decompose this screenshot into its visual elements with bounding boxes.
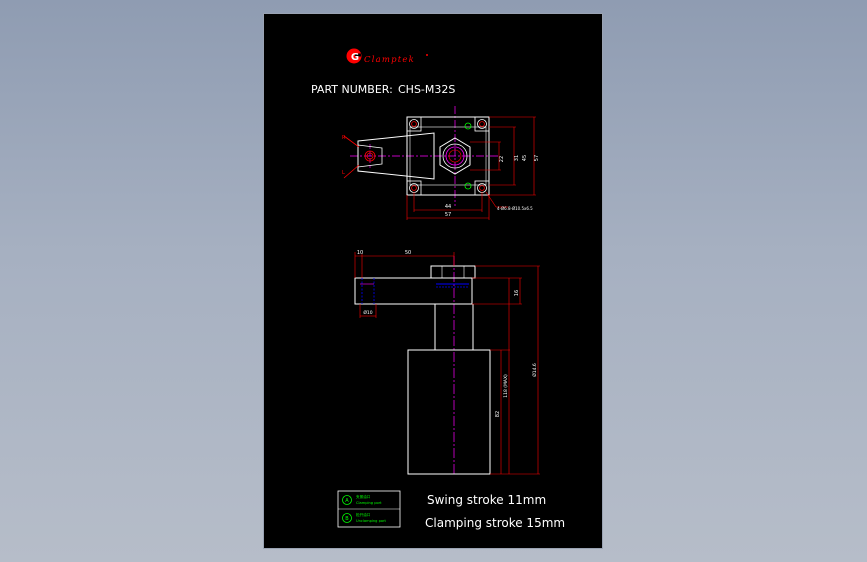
- svg-text:A: A: [345, 498, 349, 504]
- dim-10b: Ø10: [363, 309, 372, 316]
- top-view-dimensions-h: [406, 191, 508, 220]
- dim-10: 10: [357, 250, 363, 256]
- legend-b-icon: [342, 513, 352, 523]
- svg-text:Unclamping port: Unclamping port: [356, 519, 387, 523]
- top-view-dimensions-v: [470, 116, 536, 196]
- logo-registered-icon: [426, 54, 428, 56]
- dim-22: 22: [499, 156, 505, 162]
- legend-item-a: A 夹紧油口 Clamping port: [342, 494, 382, 505]
- note-clamping-stroke: Clamping stroke 15mm: [425, 516, 565, 530]
- part-number-label: PART NUMBER:: [311, 83, 393, 96]
- top-view: R L: [342, 106, 540, 220]
- logo-mark-icon: [346, 48, 362, 64]
- dim-16: 16: [514, 290, 520, 296]
- piston-rod-circle: [445, 146, 465, 166]
- side-nut: [430, 265, 476, 279]
- dim-140: Ø14.6: [531, 363, 538, 377]
- port-legend: A 夹紧油口 Clamping port B 松开油口 Unclamping p…: [337, 490, 401, 528]
- rotation-arrow-l: [343, 164, 360, 179]
- legend-item-b: B 松开油口 Unclamping port: [342, 512, 387, 523]
- drawing-sheet: G Clamptek PART NUMBER: CHS-M32S: [263, 13, 603, 549]
- dim-57-v: 57: [534, 155, 540, 161]
- cylinder-body: [407, 349, 491, 475]
- svg-text:夹紧油口: 夹紧油口: [356, 494, 371, 499]
- logo-text: Clamptek: [364, 55, 415, 65]
- side-arm: [354, 277, 473, 305]
- logo: G Clamptek: [346, 48, 428, 65]
- dim-82: 82: [495, 411, 501, 417]
- clamp-arm-outline: [357, 132, 435, 180]
- note-swing-stroke: Swing stroke 11mm: [427, 493, 546, 507]
- legend-a-icon: [342, 495, 352, 505]
- label-r: R: [342, 135, 346, 141]
- side-view: 10 50 Ø10 16 118 (MAX) 82 Ø14.6: [354, 250, 540, 476]
- side-view-dimensions: [354, 252, 540, 475]
- dim-mounting-holes: 4-Ø6.8-Ø10.5x6.5: [497, 206, 533, 211]
- arm-hole: [364, 150, 376, 162]
- dim-57: 57: [445, 212, 451, 218]
- label-l: L: [342, 170, 345, 176]
- part-number-value: CHS-M32S: [398, 83, 455, 96]
- flange-body: [406, 116, 490, 196]
- mounting-hole-tr: [474, 116, 490, 132]
- svg-text:松开油口: 松开油口: [356, 512, 371, 517]
- svg-text:Clamping port: Clamping port: [356, 501, 382, 505]
- dim-44: 44: [445, 204, 451, 210]
- drawing-canvas: G Clamptek PART NUMBER: CHS-M32S: [311, 48, 565, 530]
- port-a-icon: [464, 122, 472, 130]
- svg-text:B: B: [345, 516, 349, 522]
- center-nut: [439, 137, 471, 175]
- dim-31: 31: [514, 155, 520, 161]
- logo-letter: G: [351, 52, 359, 63]
- port-b-icon: [464, 182, 472, 190]
- dim-50: 50: [405, 250, 411, 256]
- mounting-hole-tl: [406, 116, 422, 132]
- dim-118: 118 (MAX): [503, 374, 509, 398]
- rotation-arrow-r: [343, 135, 360, 148]
- dim-45: 45: [522, 155, 528, 161]
